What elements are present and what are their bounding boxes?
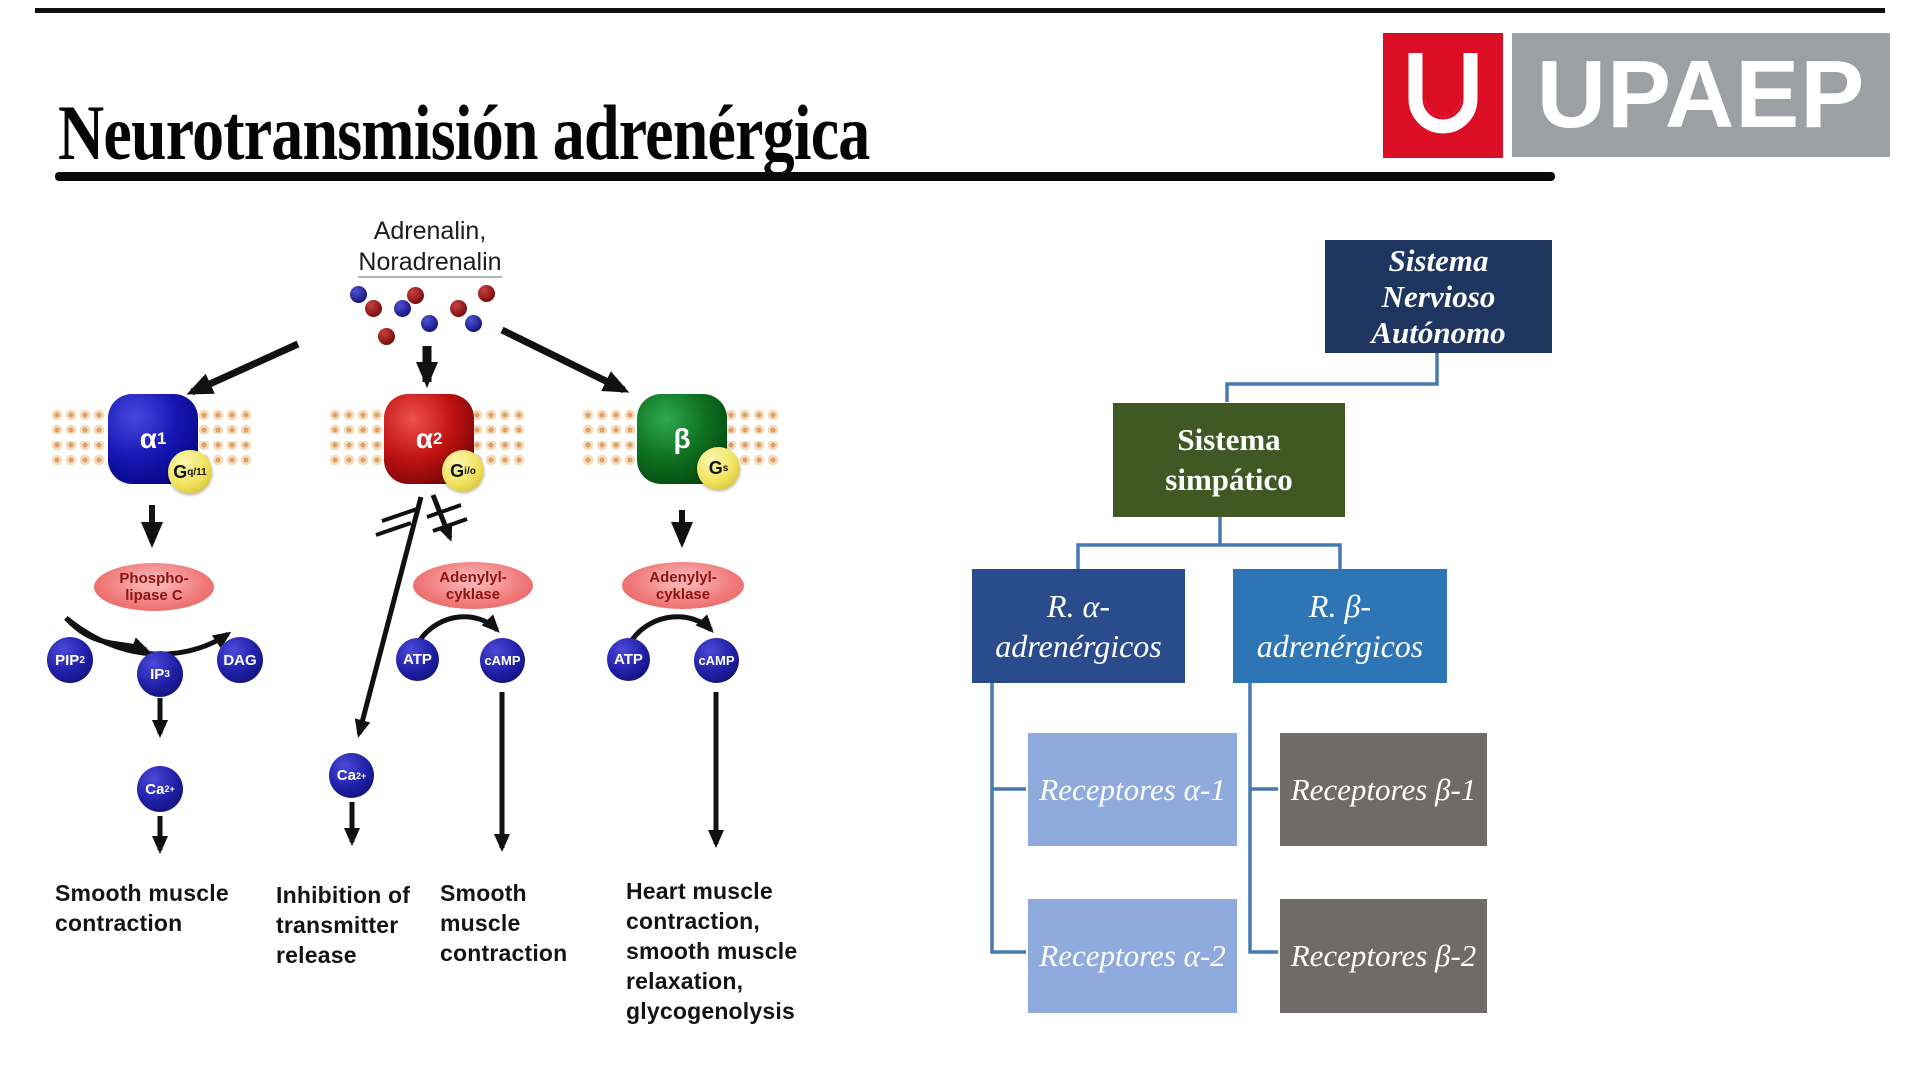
ligand-label: Adrenalin, Noradrenalin (310, 216, 550, 278)
molecule-camp-1: cAMP (480, 638, 525, 683)
orgchart-root-sistema-nervioso-autonomo: Sistema Nervioso Autónomo (1325, 240, 1552, 353)
ligand-dot (365, 300, 382, 317)
ligand-dot (450, 300, 467, 317)
membrane-segment (581, 408, 638, 468)
ligand-line2: Noradrenalin (358, 248, 502, 278)
orgchart-r-alpha-adrenergicos: R. α- adrenérgicos (972, 569, 1185, 683)
ligand-dot (465, 315, 482, 332)
inhibition-slash (426, 503, 462, 519)
membrane-segment (50, 408, 108, 468)
molecule-camp-2: cAMP (694, 638, 739, 683)
outcome-alpha2-ac: Smooth muscle contraction (440, 880, 568, 966)
upaep-monogram-icon (1383, 33, 1503, 158)
enzyme-adenylyl-cyclase-2: Adenylyl- cyklase (622, 562, 744, 609)
receptor-alpha1-label: α (139, 423, 157, 454)
molecule-dag: DAG (217, 637, 263, 683)
ligand-dot (350, 286, 367, 303)
title-rule (55, 172, 1555, 181)
receptor-alpha2-label: α (415, 423, 433, 454)
inhibition-slash (381, 507, 418, 523)
enzyme-adenylyl-cyclase-1: Adenylyl- cyklase (413, 562, 533, 609)
molecule-atp-2: ATP (607, 638, 650, 681)
upaep-wordmark: UPAEP (1512, 33, 1890, 157)
ligand-dot (421, 315, 438, 332)
ligand-dot (407, 287, 424, 304)
ligand-dot (394, 300, 411, 317)
orgchart-r-beta-adrenergicos: R. β- adrenérgicos (1233, 569, 1447, 683)
page-title: Neurotransmisión adrenérgica (58, 89, 870, 177)
top-border (35, 8, 1885, 13)
inhibition-slash (432, 517, 468, 533)
molecule-atp-1: ATP (396, 638, 439, 681)
orgchart-receptores-beta-1: Receptores β-1 (1280, 733, 1487, 846)
outcome-alpha1: Smooth muscle contraction (55, 880, 229, 936)
orgchart-receptores-alpha-2: Receptores α-2 (1028, 899, 1237, 1013)
ligand-line1: Adrenalin, (373, 217, 487, 245)
orgchart-receptores-alpha-1: Receptores α-1 (1028, 733, 1237, 846)
inhibition-slash (375, 521, 412, 537)
membrane-segment (328, 408, 384, 468)
orgchart-receptores-beta-2: Receptores β-2 (1280, 899, 1487, 1013)
ligand-dot (378, 328, 395, 345)
ligand-dot (478, 285, 495, 302)
enzyme-phospholipase-c: Phospho- lipase C (94, 563, 214, 611)
outcome-alpha2: Inhibition of transmitter release (276, 882, 411, 968)
orgchart-sistema-simpatico: Sistema simpático (1113, 403, 1345, 517)
receptor-beta-label: β (673, 423, 691, 454)
outcome-beta: Heart muscle contraction, smooth muscle … (626, 878, 798, 1024)
receptor-beta: β (637, 394, 727, 484)
